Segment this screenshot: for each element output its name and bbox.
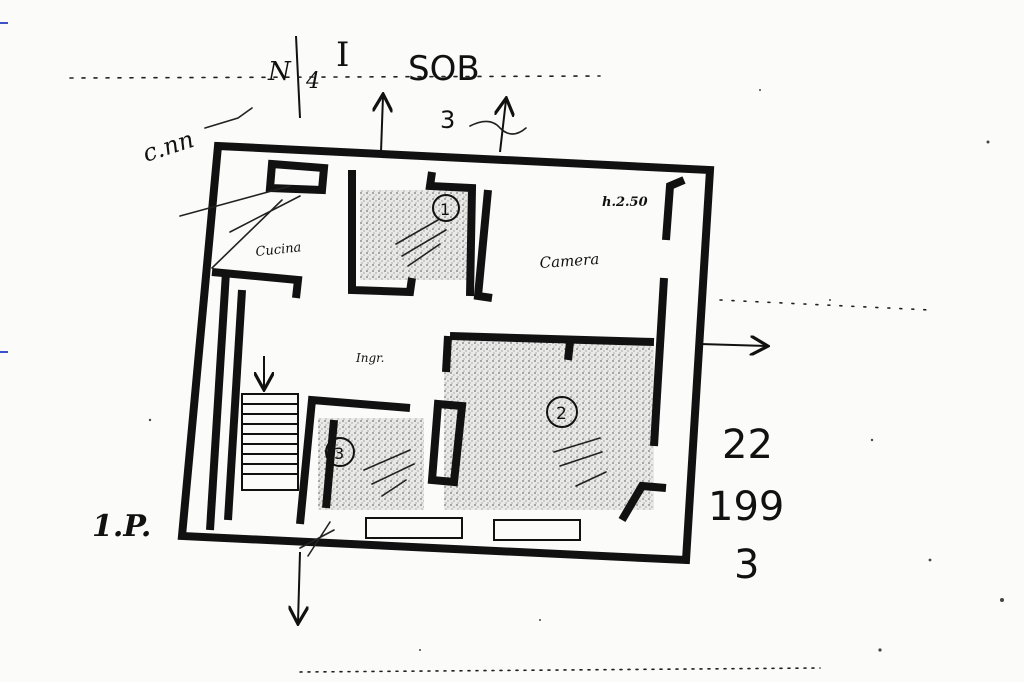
dotted-header-line [69, 75, 601, 79]
door-swing-bottom [299, 521, 335, 557]
room-number-3-circle [325, 437, 355, 467]
bedroom-wall [473, 189, 493, 302]
scan-edge-mark-middle [0, 351, 8, 353]
exit-arrow-right [699, 344, 766, 346]
living-stub-right [564, 341, 574, 361]
room-number-1: 1 [440, 200, 450, 219]
margin-note-line-2: 199 [708, 484, 784, 530]
staircase [241, 356, 299, 491]
room-2-shade [444, 340, 654, 510]
room-label-top-left: Cucina [255, 240, 302, 260]
dotted-bottom-line [299, 667, 821, 673]
dotted-right-line [719, 299, 931, 311]
window-bottom-1 [365, 517, 463, 539]
stair-wall-right [224, 289, 246, 521]
sheet-code: SOB [408, 49, 480, 89]
room-label-center: Ingr. [355, 351, 384, 365]
floor-label: 1.P. [92, 509, 151, 544]
room-numbers: 1 2 3 [325, 194, 578, 467]
margin-note-line-3: 3 [734, 542, 759, 588]
fixtures [179, 185, 581, 557]
exit-arrow-top-left [381, 96, 383, 153]
height-note: h.2.50 [602, 195, 648, 210]
walls [177, 141, 715, 565]
room-number-1-circle [432, 194, 460, 222]
bedroom-right-jamb [662, 176, 686, 241]
living-top-wall [449, 332, 655, 346]
right-inner-wall [650, 277, 668, 447]
room-labels: h.2.50 Cucina Camera Ingr. 1.P. [92, 195, 648, 544]
outer-wall [177, 141, 715, 565]
exit-arrow-top-right [500, 100, 506, 153]
stair-outline [241, 393, 299, 491]
floor-mark: I [336, 35, 349, 75]
scan-speckle [148, 89, 1004, 652]
corner-scrawl: c.nn [139, 125, 197, 168]
scribble-room-1 [395, 219, 447, 267]
column [427, 399, 467, 487]
room-number-2-circle [546, 396, 578, 428]
room-number-3: 3 [334, 444, 344, 463]
scribble-room-2 [553, 437, 607, 487]
sub-number: 3 [440, 106, 455, 134]
margin-note: 22 199 3 [708, 422, 784, 588]
exit-arrows [298, 96, 766, 622]
hall-ledge [211, 268, 303, 299]
margin-note-line-1: 22 [722, 422, 773, 468]
scrawl-tail [204, 107, 253, 129]
scan-edge-mark-top [0, 22, 8, 24]
room-3-inner [322, 419, 338, 509]
window-bottom-2 [493, 519, 581, 541]
kitchen-wall-right [425, 171, 477, 297]
north-mark-letter: N [267, 57, 292, 87]
shaded-areas [318, 190, 654, 510]
room-scribbles [363, 219, 607, 497]
top-left-service [265, 159, 329, 195]
scribble-room-3 [363, 449, 415, 497]
living-stub [442, 335, 452, 373]
room-number-2: 2 [556, 404, 567, 424]
scrawl-near-arrow [469, 120, 527, 135]
north-mark-digit: 4 [305, 69, 320, 94]
stair-wall-left [206, 271, 230, 531]
kitchen-wall [348, 170, 416, 297]
stair-treads [242, 403, 298, 475]
bottom-right-corner [618, 481, 667, 523]
room-3-wall [296, 395, 411, 525]
room-1-shade [360, 190, 468, 280]
exit-arrow-bottom [298, 551, 300, 622]
diagonal-hatch-left [179, 185, 301, 269]
room-label-top-right: Camera [539, 250, 600, 272]
